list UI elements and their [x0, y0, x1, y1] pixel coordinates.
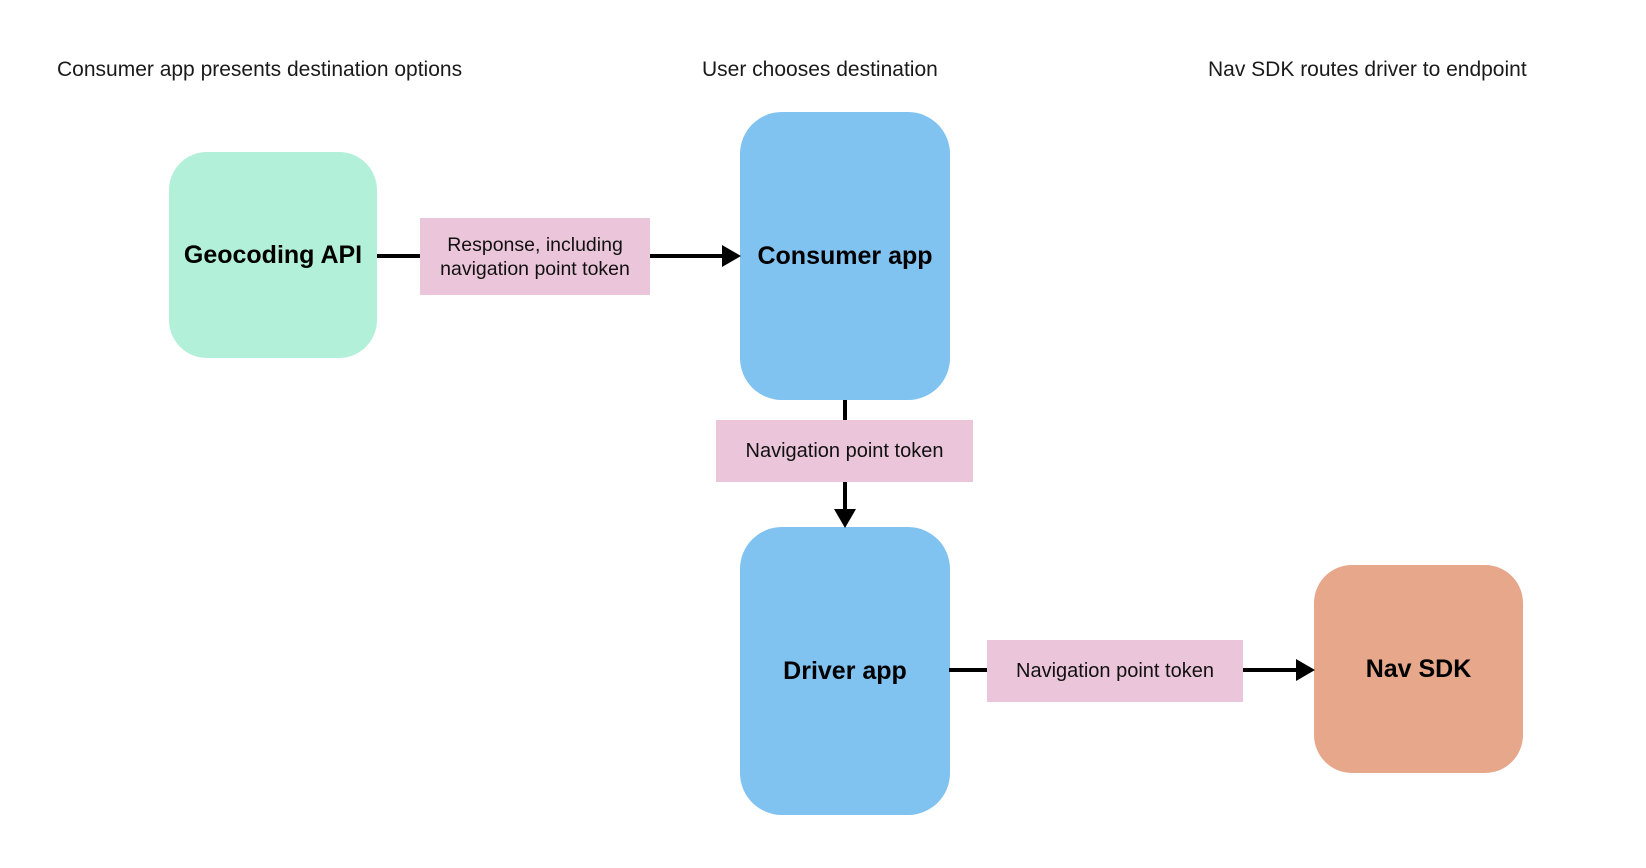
edge-label-navigation-token-middle: Navigation point token — [716, 420, 973, 482]
edge-line-label-to-consumer — [650, 254, 722, 258]
edge-line-label-to-navsdk — [1243, 668, 1297, 672]
arrowhead-into-driver-app — [834, 509, 856, 528]
edge-label-navigation-token-right: Navigation point token — [987, 640, 1243, 702]
arrowhead-into-consumer-app — [722, 245, 741, 267]
edge-label-navigation-token-middle-text: Navigation point token — [745, 439, 944, 462]
node-geocoding-api: Geocoding API — [169, 152, 377, 358]
node-consumer-app-label: Consumer app — [757, 241, 933, 270]
edge-label-response-token-text: Response, including navigation point tok… — [440, 233, 630, 280]
edge-line-driver-to-label — [949, 668, 987, 672]
edge-line-label-to-driver — [843, 482, 847, 510]
edge-line-consumer-to-label — [843, 400, 847, 420]
column-header-consumer-presents: Consumer app presents destination option… — [57, 58, 463, 81]
column-header-navsdk-routes: Nav SDK routes driver to endpoint — [1208, 58, 1527, 81]
node-driver-app-label: Driver app — [783, 656, 907, 685]
column-header-user-chooses: User chooses destination — [702, 58, 938, 81]
edge-label-response-token: Response, including navigation point tok… — [420, 218, 650, 295]
node-nav-sdk-label: Nav SDK — [1365, 654, 1472, 683]
node-driver-app: Driver app — [740, 527, 950, 815]
edge-line-geocoding-to-label — [377, 254, 420, 258]
node-geocoding-api-label: Geocoding API — [183, 240, 363, 269]
arrowhead-into-nav-sdk — [1296, 659, 1315, 681]
edge-label-navigation-token-right-text: Navigation point token — [1016, 659, 1214, 682]
node-nav-sdk: Nav SDK — [1314, 565, 1523, 773]
node-consumer-app: Consumer app — [740, 112, 950, 400]
